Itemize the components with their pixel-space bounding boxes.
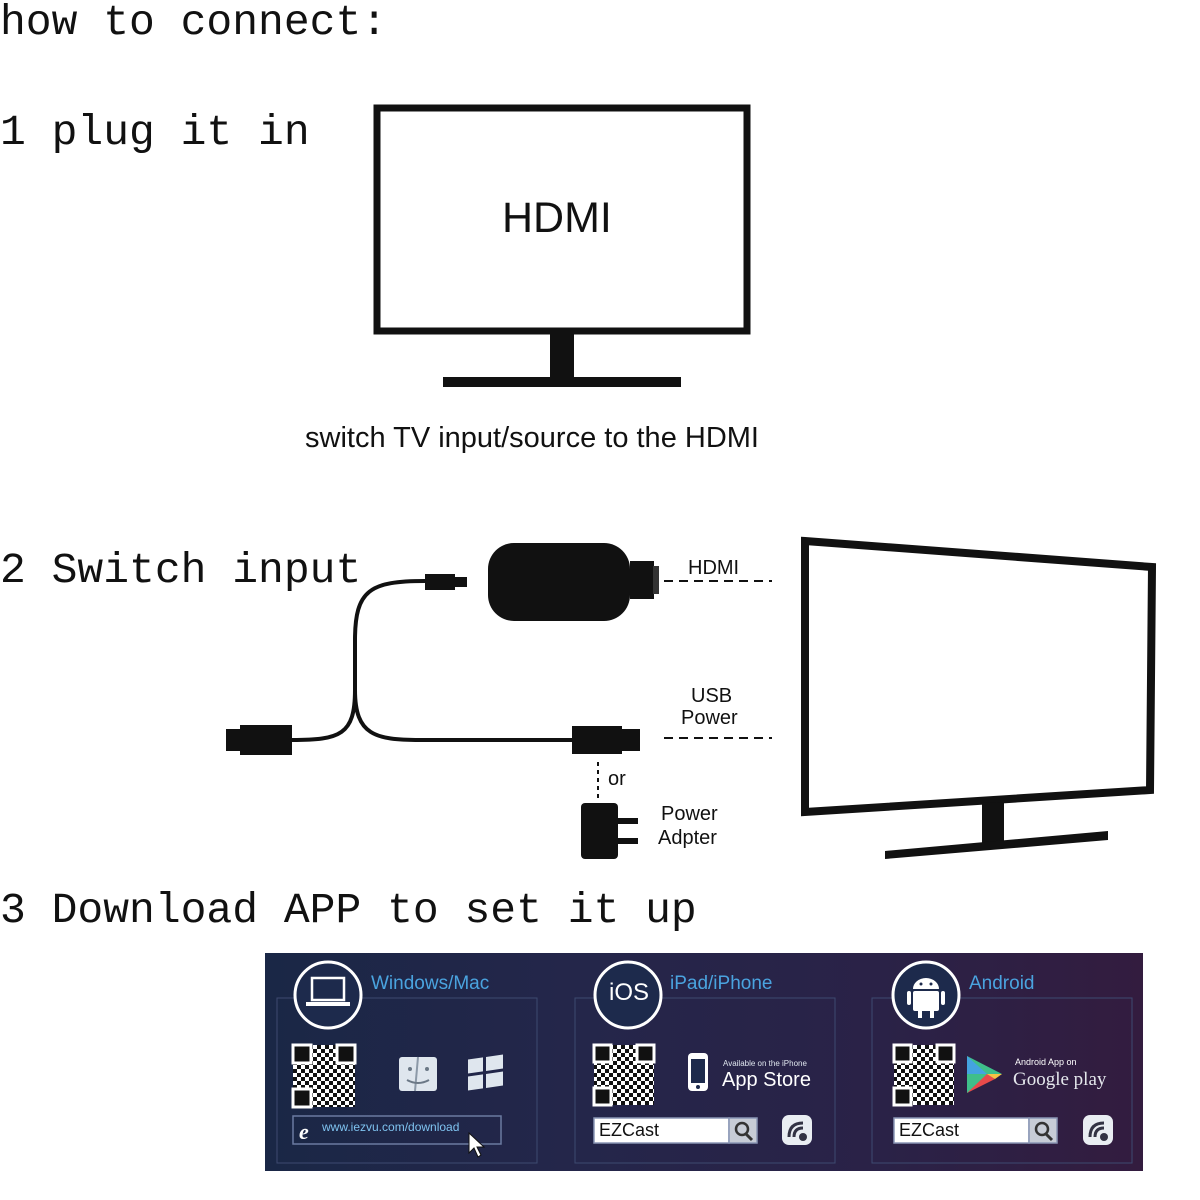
or-label: or [608, 768, 626, 790]
angled-tv-frame [801, 536, 1157, 817]
column-title-windows: Windows/Mac [371, 973, 490, 994]
tv-screen-label: HDMI [502, 194, 612, 242]
qr-code-android[interactable] [892, 1043, 956, 1107]
column-title-android: Android [969, 973, 1035, 994]
dongle-body [488, 543, 630, 621]
step2-title: 2 Switch input [0, 546, 362, 595]
download-url-link[interactable]: www.iezvu.com/download [322, 1120, 460, 1134]
column-title-ios: iPad/iPhone [670, 973, 773, 994]
y-cable [291, 579, 572, 742]
ios-search-icon[interactable] [734, 1121, 754, 1142]
column-frame-ios [574, 997, 836, 1164]
android-icon [907, 978, 945, 1018]
panel-graphics: e [276, 960, 1133, 1164]
adapter-label-line2: Adpter [658, 827, 717, 849]
left-usb-plug [240, 725, 292, 755]
hdmi-label: HDMI [688, 557, 740, 579]
android-search-icon[interactable] [1034, 1121, 1054, 1142]
qr-code-windows[interactable] [291, 1043, 357, 1109]
dongle-hdmi-plug [630, 561, 654, 599]
finder-icon [399, 1056, 437, 1092]
column-frame-windows [276, 997, 538, 1164]
micro-usb-plug [425, 574, 455, 590]
laptop-circle [293, 960, 363, 1030]
ios-circle [593, 960, 663, 1030]
ezcast-app-icon-ios[interactable] [782, 1115, 812, 1145]
ios-badge: iOS [609, 979, 650, 1006]
ios-search-value[interactable]: EZCast [599, 1120, 660, 1140]
ie-icon: e [299, 1119, 309, 1144]
column-frame-android [871, 997, 1133, 1164]
tv-stand-neck [550, 331, 574, 379]
qr-code-ios[interactable] [592, 1043, 656, 1107]
app-store-small-text: Available on the iPhone [723, 1059, 807, 1068]
usb-label-line2: Power [681, 707, 738, 729]
step1-title: 1 plug it in [0, 108, 310, 157]
step3-title: 3 Download APP to set it up [0, 886, 697, 935]
right-usb-plug [572, 726, 622, 754]
tv-stand-base [443, 377, 681, 387]
app-download-panel: e [265, 953, 1143, 1171]
angled-tv-base [885, 831, 1108, 859]
adapter-label-line1: Power [661, 803, 718, 825]
app-store-label[interactable]: App Store [722, 1069, 811, 1091]
step1-caption: switch TV input/source to the HDMI [305, 422, 759, 454]
google-play-label[interactable]: Google play [1013, 1069, 1107, 1090]
usb-label-line1: USB [691, 685, 733, 707]
ezcast-app-icon-android[interactable] [1083, 1115, 1113, 1145]
google-play-small-text: Android App on [1015, 1057, 1077, 1067]
url-field [292, 1115, 502, 1145]
android-search-value[interactable]: EZCast [899, 1120, 960, 1140]
page-heading: how to connect: [0, 0, 388, 47]
ios-search-field [593, 1117, 730, 1144]
laptop-icon [306, 976, 350, 1006]
windows-icon [468, 1054, 503, 1091]
google-play-icon [967, 1056, 1002, 1093]
angled-tv-neck [982, 802, 1004, 847]
mouse-cursor-icon [468, 1131, 486, 1158]
iphone-icon [688, 1053, 708, 1091]
android-search-field [893, 1117, 1030, 1144]
power-adapter-body [581, 803, 618, 859]
